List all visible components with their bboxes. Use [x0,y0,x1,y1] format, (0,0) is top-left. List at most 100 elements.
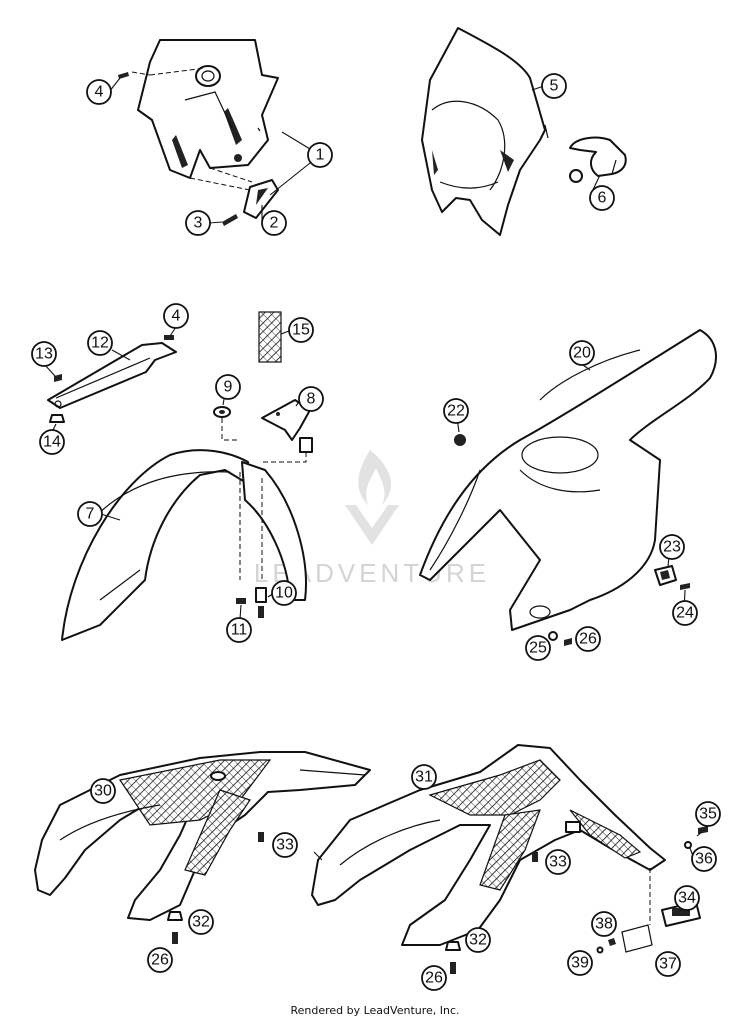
part-clip-23 [654,565,677,586]
callout-22: 22 [443,398,469,424]
callout-label: 31 [415,769,433,786]
callout-7: 7 [77,501,103,527]
callout-label: 13 [35,346,53,363]
part-screw-26b [172,932,178,944]
part-screw-3 [222,214,238,226]
callout-label: 4 [172,308,181,325]
part-screw-4b [164,335,174,340]
callout-label: 4 [95,84,104,101]
callout-label: 14 [43,434,61,451]
callout-33b: 33 [545,849,571,875]
callout-3: 3 [185,210,211,236]
callout-37: 37 [655,951,681,977]
callout-label: 1 [316,147,325,164]
part-screw-4a [118,72,129,79]
callout-13: 13 [31,341,57,367]
callout-label: 23 [663,539,681,556]
callout-label: 35 [699,806,717,823]
callout-label: 6 [598,190,607,207]
callout-12: 12 [87,330,113,356]
callout-30: 30 [90,778,116,804]
callout-32a: 32 [188,909,214,935]
part-screw-38 [608,938,616,946]
render-credit: Rendered by LeadVenture, Inc. [290,1004,460,1017]
callout-label: 32 [192,914,210,931]
callout-23: 23 [659,534,685,560]
callout-label: 11 [231,622,248,639]
part-reflector-15 [258,311,282,363]
part-washer-9 [213,406,240,441]
callout-label: 9 [224,379,233,396]
callout-4b: 4 [163,303,189,329]
callout-8: 8 [298,386,324,412]
callout-10: 10 [271,580,297,606]
part-rear-fender-20 [419,329,717,631]
callout-label: 33 [549,854,567,871]
callout-1: 1 [307,142,333,168]
callout-label: 26 [151,952,169,969]
callout-9: 9 [215,374,241,400]
callout-label: 26 [425,970,443,987]
callout-31: 31 [411,764,437,790]
part-washer-25 [548,631,558,641]
part-washer-39 [596,946,604,954]
part-screw-24 [680,583,690,590]
callout-14: 14 [39,429,65,455]
part-screw-26c [450,962,456,974]
callout-label: 2 [270,215,279,232]
callout-34: 34 [674,885,700,911]
part-screw-33a [258,832,264,842]
part-nut-32b [445,941,461,951]
part-screw-26a [564,638,572,646]
callout-24: 24 [672,600,698,626]
part-bracket [243,179,279,219]
callout-26a: 26 [575,626,601,652]
callout-label: 12 [91,335,109,352]
callout-label: 33 [276,837,294,854]
part-headlight-mask [421,27,549,236]
callout-label: 22 [447,403,465,420]
part-nut-32a [167,911,183,921]
callout-5: 5 [541,73,567,99]
callout-label: 39 [571,955,589,972]
callout-label: 30 [94,783,112,800]
callout-4a: 4 [86,79,112,105]
callout-33a: 33 [272,832,298,858]
part-screw-33b [532,852,538,862]
part-rear-frame-30 [34,751,371,921]
part-screw-13 [54,374,62,382]
callout-20: 20 [569,340,595,366]
part-headlight-clamp [569,136,627,183]
part-number-plate [131,39,279,191]
callout-label: 26 [579,631,597,648]
callout-15: 15 [288,317,314,343]
part-screw-35 [698,826,708,834]
callout-36: 36 [691,846,717,872]
callout-label: 10 [275,585,293,602]
callout-38: 38 [591,911,617,937]
callout-label: 15 [292,322,310,339]
callout-label: 24 [676,605,694,622]
part-nut-14 [49,414,65,423]
callout-label: 20 [573,345,591,362]
callout-label: 3 [194,215,203,232]
callout-6: 6 [589,185,615,211]
callout-label: 7 [86,506,95,523]
part-grommet-22 [454,434,466,446]
callout-label: 34 [678,890,696,907]
callout-label: 37 [659,956,677,973]
callout-25: 25 [525,635,551,661]
part-bolt-11 [236,598,246,604]
part-washer-36 [684,841,692,849]
part-fork-guard-12 [47,342,177,409]
callout-label: 8 [307,391,316,408]
part-front-fender-7 [61,449,307,641]
callout-11: 11 [226,617,252,643]
part-spacer-10 [255,587,267,618]
callout-2: 2 [261,210,287,236]
callout-label: 5 [550,78,559,95]
part-rear-frame-31 [311,744,666,946]
callout-26b: 26 [147,947,173,973]
